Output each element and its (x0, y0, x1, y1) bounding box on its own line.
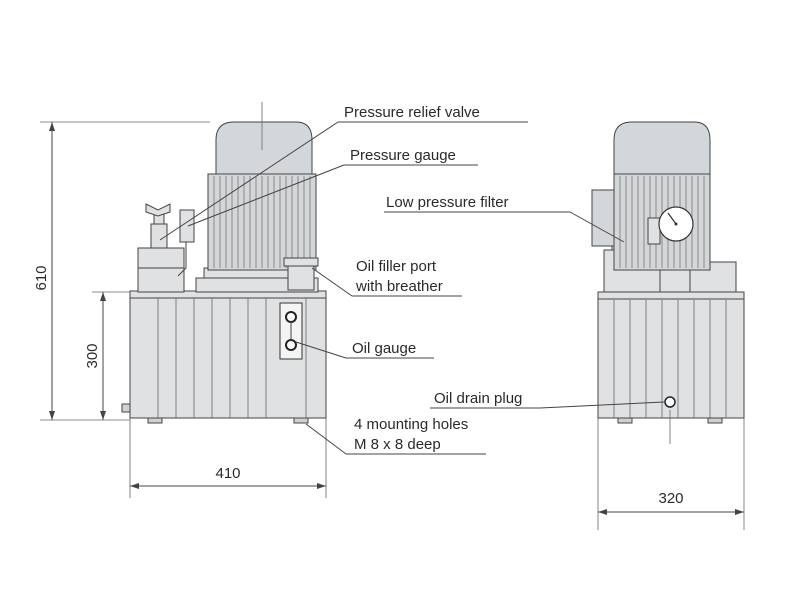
label-pressure-relief-valve: Pressure relief valve (344, 104, 480, 121)
oil-drain-plug-circle (664, 396, 676, 408)
side-view (591, 121, 745, 424)
dimension-lines (40, 102, 745, 530)
relief-valve-stem (150, 223, 168, 249)
label-mounting-holes: 4 mounting holes (354, 416, 468, 433)
dim-side-width: 320 (658, 490, 683, 507)
label-low-pressure-filter: Low pressure filter (386, 194, 509, 211)
front-motor-cap (215, 121, 313, 175)
side-tank-ribs (613, 300, 727, 418)
dim-front-width: 410 (215, 465, 240, 482)
front-view (121, 121, 327, 424)
front-motor-fins (213, 176, 311, 268)
oil-gauge-screw-bottom (285, 339, 297, 351)
front-pressure-gauge (179, 209, 195, 243)
front-foot-left (147, 417, 163, 424)
side-foot-right (707, 417, 723, 424)
oil-gauge-screw-top (285, 311, 297, 323)
label-pressure-gauge: Pressure gauge (350, 147, 456, 164)
side-motor-terminal-box (591, 189, 617, 247)
label-oil-drain-plug: Oil drain plug (434, 390, 522, 407)
label-oil-gauge: Oil gauge (352, 340, 416, 357)
dim-total-height: 610 (33, 265, 50, 290)
front-drain-stub (121, 403, 131, 413)
label-oil-filler-port: Oil filler port (356, 258, 437, 275)
side-tank-lid (597, 291, 745, 300)
dimension-labels: 610 300 410 320 (33, 265, 684, 507)
callout-labels: Pressure relief valve Pressure gauge Low… (344, 104, 522, 453)
front-tank-ribs (157, 298, 307, 418)
pressure-gauge-needle (667, 212, 677, 225)
side-foot-left (617, 417, 633, 424)
label-oil-filler-port-breather: with breather (355, 278, 443, 295)
dim-tank-height: 300 (84, 343, 101, 368)
front-foot-right (293, 417, 309, 424)
leader-lines (159, 121, 665, 455)
side-motor-cap (613, 121, 711, 175)
label-mounting-holes-thread: M 8 x 8 deep (354, 436, 441, 453)
valve-block-top (137, 247, 185, 269)
relief-valve-wing-handle (145, 203, 171, 217)
